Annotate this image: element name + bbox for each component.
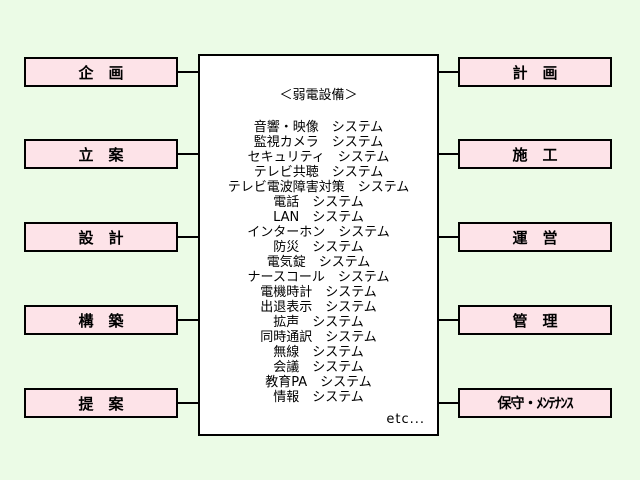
left-box-construction: 構 築 (24, 305, 178, 335)
list-item: 情報 システム (273, 390, 364, 405)
list-item: 教育PA システム (265, 375, 372, 390)
connector-left-3 (178, 236, 199, 238)
list-item: セキュリティ システム (247, 150, 390, 165)
connector-right-4 (437, 319, 458, 321)
left-box-design: 設 計 (24, 222, 178, 252)
connector-left-5 (178, 402, 199, 404)
list-item: 会議 システム (273, 360, 364, 375)
connector-right-3 (437, 236, 458, 238)
list-item: 同時通訳 システム (260, 330, 377, 345)
list-item: 防災 システム (273, 240, 364, 255)
right-box-plan: 計 画 (458, 57, 612, 87)
list-item: インターホン システム (247, 225, 390, 240)
right-box-maintenance: 保守・ﾒﾝﾃﾅﾝｽ (458, 388, 612, 418)
list-item: 音響・映像 システム (253, 120, 384, 135)
right-box-operation: 運 営 (458, 222, 612, 252)
list-item: LAN システム (273, 210, 364, 225)
connector-right-1 (437, 71, 458, 73)
center-systems-box: ＜弱電設備＞ 音響・映像 システム 監視カメラ システム セキュリティ システム… (198, 54, 439, 436)
list-item: テレビ電波障害対策 システム (227, 180, 410, 195)
connector-left-1 (178, 71, 199, 73)
list-item: 電話 システム (273, 195, 364, 210)
list-item: テレビ共聴 システム (253, 165, 384, 180)
list-item: 監視カメラ システム (253, 135, 384, 150)
list-item: 電機時計 システム (260, 285, 377, 300)
connector-left-4 (178, 319, 199, 321)
center-title: ＜弱電設備＞ (279, 88, 358, 103)
list-item: 出退表示 システム (260, 300, 377, 315)
list-item: 拡声 システム (273, 315, 364, 330)
connector-right-2 (437, 153, 458, 155)
system-list: 音響・映像 システム 監視カメラ システム セキュリティ システム テレビ共聴 … (200, 120, 437, 405)
left-box-proposal: 提 案 (24, 388, 178, 418)
list-item: 無線 システム (273, 345, 364, 360)
connector-right-5 (437, 402, 458, 404)
left-box-planning: 企 画 (24, 57, 178, 87)
list-item: ナースコール システム (247, 270, 390, 285)
connector-left-2 (178, 153, 199, 155)
right-box-management: 管 理 (458, 305, 612, 335)
right-box-installation: 施 工 (458, 139, 612, 169)
left-box-drafting: 立 案 (24, 139, 178, 169)
list-item: 電気錠 システム (266, 255, 371, 270)
etc-label: etc... (386, 412, 425, 427)
